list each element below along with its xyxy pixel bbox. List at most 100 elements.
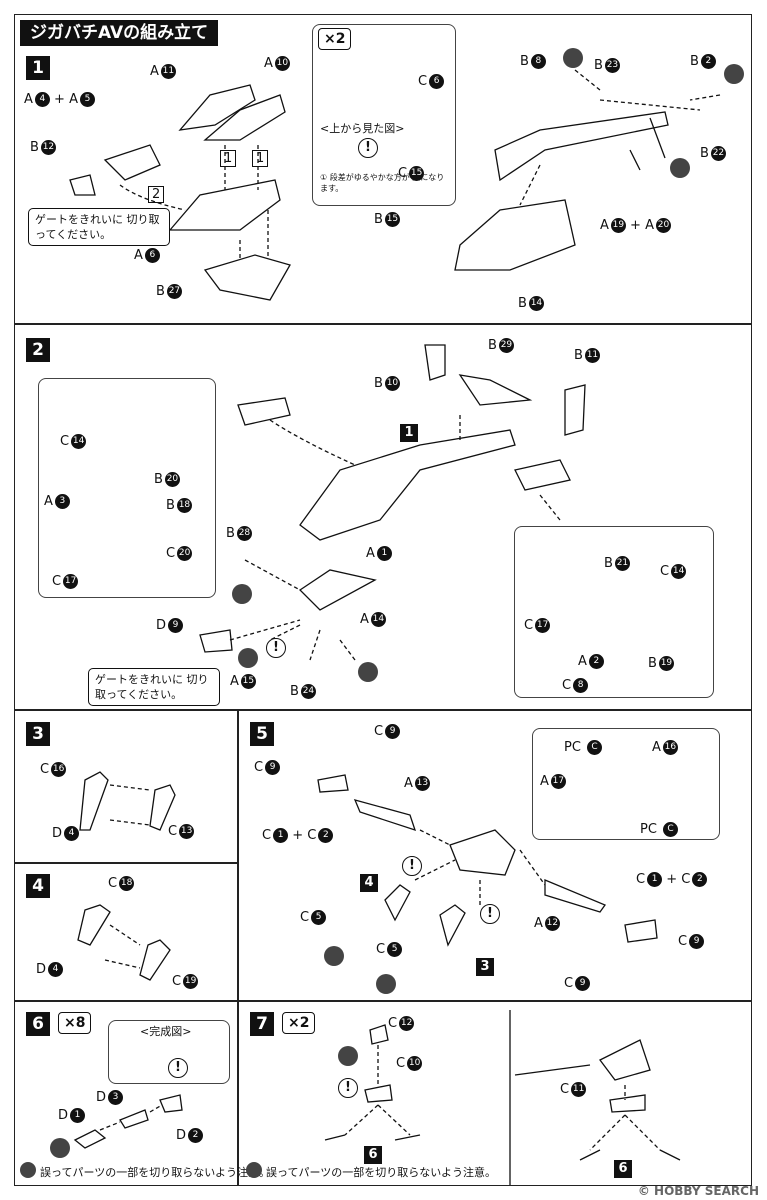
part-label: PC C xyxy=(564,740,603,755)
ref-label: 1 xyxy=(220,150,237,167)
step1-inset-multiplier: ×2 xyxy=(318,28,352,50)
caution-icon: ! xyxy=(266,638,286,658)
glue-icon xyxy=(563,48,583,68)
glue-icon xyxy=(376,974,396,994)
step2-number: 2 xyxy=(26,338,50,362)
glue-icon xyxy=(20,1162,36,1178)
glue-icon xyxy=(324,946,344,966)
assembly-ref-3: 3 xyxy=(476,958,494,976)
top-view-note: ① 段差がゆるやかな方が 上になります。 xyxy=(320,173,445,193)
assembly-ref-6: 6 xyxy=(364,1146,382,1164)
step7-multiplier: ×2 xyxy=(282,1012,316,1034)
step4-number: 4 xyxy=(26,874,50,898)
caution-icon: ! xyxy=(168,1058,188,1078)
caution-note-step7: 誤ってパーツの一部を切り取らないよう注意。 xyxy=(266,1166,497,1179)
part-label: PC C xyxy=(640,822,679,837)
step1-inset xyxy=(312,24,456,206)
assembly-ref-4: 4 xyxy=(360,874,378,892)
step6-number: 6 xyxy=(26,1012,50,1036)
step7-number: 7 xyxy=(250,1012,274,1036)
step3-number: 3 xyxy=(26,722,50,746)
glue-icon xyxy=(50,1138,70,1158)
top-view-label: <上から見た図> xyxy=(320,122,405,135)
assembly-ref-1: 1 xyxy=(400,424,418,442)
glue-icon xyxy=(670,158,690,178)
step2-right-inset xyxy=(514,526,714,698)
step7-panel xyxy=(238,1001,752,1186)
glue-icon xyxy=(232,584,252,604)
watermark: © HOBBY SEARCH xyxy=(637,1184,759,1198)
step2-left-inset xyxy=(38,378,216,598)
caution-icon: ! xyxy=(338,1078,358,1098)
glue-icon xyxy=(238,648,258,668)
caution-icon: ! xyxy=(480,904,500,924)
ref-label: 2 xyxy=(148,186,165,203)
step6-multiplier: ×8 xyxy=(58,1012,92,1034)
caution-icon: ! xyxy=(402,856,422,876)
caution-note-step6: 誤ってパーツの一部を切り取らないよう注意。 xyxy=(40,1166,271,1179)
gate-note-step2: ゲートをきれいに 切り取ってください。 xyxy=(88,668,220,706)
assembly-ref-6: 6 xyxy=(614,1160,632,1178)
gate-note-step1: ゲートをきれいに 切り取ってください。 xyxy=(28,208,170,246)
ref-label: 1 xyxy=(252,150,269,167)
caution-icon: ! xyxy=(358,138,378,158)
